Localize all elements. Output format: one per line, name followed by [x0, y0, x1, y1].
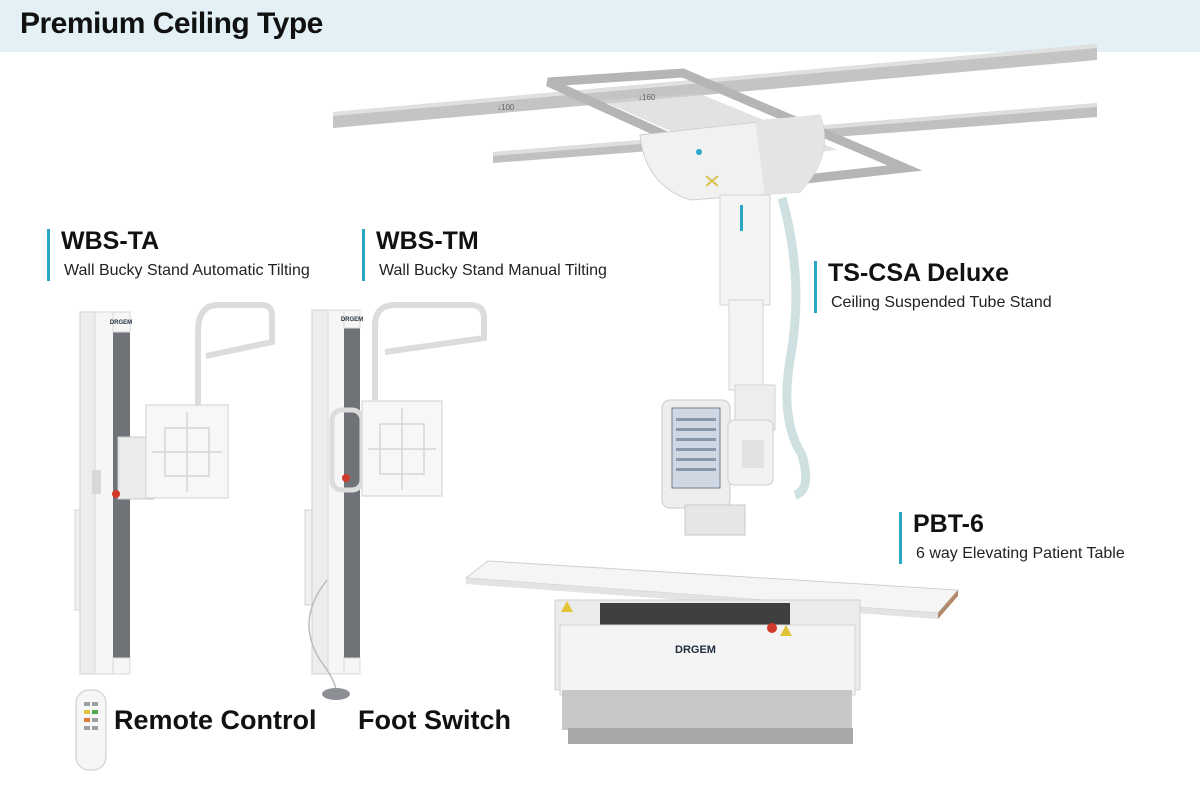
- header-banner: Premium Ceiling Type: [0, 0, 1200, 52]
- remote-control-device: [75, 689, 107, 771]
- label-accent-bar: [47, 229, 50, 281]
- product-name: TS-CSA Deluxe: [828, 259, 1010, 287]
- wbs-tm-logo: DRGEM: [341, 317, 363, 323]
- rail-mark-100: ↓100: [497, 103, 515, 112]
- product-description: 6 way Elevating Patient Table: [916, 545, 1125, 562]
- wbs-ta-logo: DRGEM: [110, 320, 132, 326]
- rail-mark-160: ↓160: [638, 93, 656, 102]
- wbs-ta-wall-bucky-stand: DRGEM: [74, 302, 275, 675]
- pbt-6-patient-table: DRGEM: [464, 560, 960, 744]
- accessory-label-foot-switch: Foot Switch: [358, 705, 511, 735]
- page-title: Premium Ceiling Type: [20, 7, 323, 40]
- label-accent-bar: [814, 261, 817, 313]
- product-description: Wall Bucky Stand Automatic Tilting: [64, 262, 310, 279]
- accessory-label-remote-control: Remote Control: [114, 705, 317, 735]
- product-name: WBS-TA: [61, 227, 160, 255]
- product-description: Ceiling Suspended Tube Stand: [831, 294, 1052, 311]
- label-accent-bar: [899, 512, 902, 564]
- product-description: Wall Bucky Stand Manual Tilting: [379, 262, 607, 279]
- label-accent-bar: [362, 229, 365, 281]
- wbs-tm-wall-bucky-stand: DRGEM: [304, 302, 487, 700]
- pbt-6-logo: DRGEM: [675, 644, 716, 656]
- product-name: WBS-TM: [376, 227, 479, 255]
- product-name: PBT-6: [913, 510, 984, 538]
- ts-csa-deluxe-tube-stand: [639, 114, 825, 536]
